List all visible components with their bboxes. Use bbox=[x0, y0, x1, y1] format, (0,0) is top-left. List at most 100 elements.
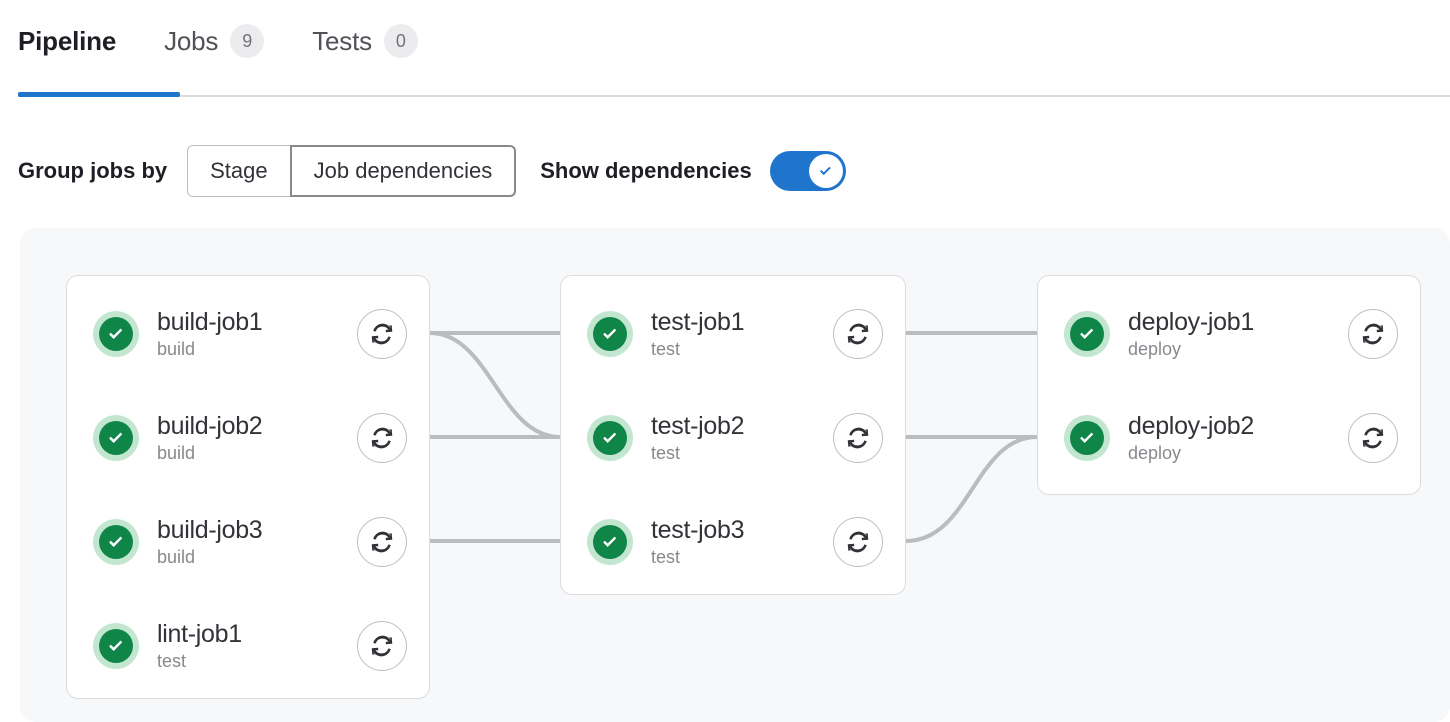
job-name: lint-job1 bbox=[157, 620, 242, 648]
status-icon-disc bbox=[99, 421, 133, 455]
status-success-icon bbox=[93, 415, 139, 461]
check-icon bbox=[603, 536, 617, 547]
job-name: build-job2 bbox=[157, 412, 263, 440]
retry-icon bbox=[847, 531, 869, 553]
check-icon bbox=[819, 166, 831, 176]
job-name: deploy-job2 bbox=[1128, 412, 1254, 440]
pipeline-graph-panel: build-job1 build build-job2 bu bbox=[20, 228, 1450, 722]
status-success-icon bbox=[1064, 311, 1110, 357]
job-text: build-job2 build bbox=[157, 411, 357, 465]
job-row-build-job3[interactable]: build-job3 build bbox=[67, 490, 429, 594]
show-dependencies-toggle[interactable] bbox=[769, 151, 846, 191]
job-text: build-job3 build bbox=[157, 515, 357, 569]
connector-test-job3-deploy-job2 bbox=[904, 435, 1039, 543]
check-icon bbox=[1080, 328, 1094, 339]
job-name: deploy-job1 bbox=[1128, 308, 1254, 336]
job-stage: test bbox=[651, 547, 681, 567]
job-row-test-job3[interactable]: test-job3 test bbox=[561, 490, 905, 594]
check-icon bbox=[109, 536, 123, 547]
job-stage: test bbox=[157, 651, 187, 671]
check-icon bbox=[109, 328, 123, 339]
status-success-icon bbox=[93, 311, 139, 357]
check-icon bbox=[603, 432, 617, 443]
group-by-stage-button[interactable]: Stage bbox=[187, 145, 291, 197]
retry-button[interactable] bbox=[833, 309, 883, 359]
show-dependencies-control: Show dependencies bbox=[540, 151, 846, 191]
job-row-lint-job1[interactable]: lint-job1 test bbox=[67, 594, 429, 698]
status-icon-disc bbox=[593, 421, 627, 455]
tab-jobs-label: Jobs bbox=[164, 25, 219, 56]
status-success-icon bbox=[1064, 415, 1110, 461]
job-text: test-job2 test bbox=[651, 411, 833, 465]
retry-button[interactable] bbox=[357, 309, 407, 359]
pipeline-tabbar: Pipeline Jobs 9 Tests 0 bbox=[0, 0, 1450, 97]
job-row-deploy-job2[interactable]: deploy-job2 deploy bbox=[1038, 386, 1420, 490]
job-stage: test bbox=[651, 339, 681, 359]
job-stage: deploy bbox=[1128, 443, 1182, 463]
retry-icon bbox=[847, 323, 869, 345]
job-stage: build bbox=[157, 339, 196, 359]
job-row-test-job1[interactable]: test-job1 test bbox=[561, 282, 905, 386]
job-row-build-job2[interactable]: build-job2 build bbox=[67, 386, 429, 490]
job-text: lint-job1 test bbox=[157, 619, 357, 673]
job-name: build-job3 bbox=[157, 516, 263, 544]
job-name: test-job3 bbox=[651, 516, 745, 544]
retry-button[interactable] bbox=[357, 413, 407, 463]
retry-icon bbox=[371, 635, 393, 657]
status-success-icon bbox=[587, 519, 633, 565]
job-text: deploy-job1 deploy bbox=[1128, 307, 1348, 361]
active-tab-underline bbox=[18, 92, 180, 97]
status-success-icon bbox=[93, 623, 139, 669]
job-row-build-job1[interactable]: build-job1 build bbox=[67, 282, 429, 386]
status-icon-disc bbox=[99, 317, 133, 351]
retry-icon bbox=[371, 427, 393, 449]
group-by-job-dependencies-button[interactable]: Job dependencies bbox=[289, 145, 517, 197]
job-row-test-job2[interactable]: test-job2 test bbox=[561, 386, 905, 490]
job-text: test-job3 test bbox=[651, 515, 833, 569]
tab-tests[interactable]: Tests 0 bbox=[312, 24, 442, 58]
toggle-knob bbox=[808, 154, 843, 188]
retry-icon bbox=[1362, 427, 1384, 449]
deploy-stage-card: deploy-job1 deploy deploy-job2 bbox=[1037, 275, 1421, 495]
retry-button[interactable] bbox=[833, 413, 883, 463]
job-stage: test bbox=[651, 443, 681, 463]
job-name: test-job1 bbox=[651, 308, 745, 336]
job-stage: build bbox=[157, 443, 196, 463]
retry-button[interactable] bbox=[1348, 413, 1398, 463]
job-name: test-job2 bbox=[651, 412, 745, 440]
status-icon-disc bbox=[593, 525, 627, 559]
check-icon bbox=[603, 328, 617, 339]
tab-jobs-badge: 9 bbox=[230, 24, 265, 58]
status-icon-disc bbox=[99, 525, 133, 559]
tab-list: Pipeline Jobs 9 Tests 0 bbox=[18, 24, 466, 58]
graph-controls: Group jobs by Stage Job dependencies Sho… bbox=[18, 144, 846, 198]
status-success-icon bbox=[587, 311, 633, 357]
tab-pipeline-label: Pipeline bbox=[18, 25, 117, 56]
job-text: test-job1 test bbox=[651, 307, 833, 361]
retry-icon bbox=[371, 323, 393, 345]
group-jobs-by-segmented-control: Stage Job dependencies bbox=[187, 145, 517, 197]
retry-button[interactable] bbox=[833, 517, 883, 567]
status-icon-disc bbox=[593, 317, 627, 351]
status-icon-disc bbox=[1070, 317, 1104, 351]
job-name: build-job1 bbox=[157, 308, 263, 336]
group-jobs-by-label: Group jobs by bbox=[18, 158, 168, 183]
job-text: build-job1 build bbox=[157, 307, 357, 361]
status-icon-disc bbox=[99, 629, 133, 663]
tab-tests-badge: 0 bbox=[383, 24, 418, 58]
check-icon bbox=[109, 640, 123, 651]
job-row-deploy-job1[interactable]: deploy-job1 deploy bbox=[1038, 282, 1420, 386]
tab-jobs[interactable]: Jobs 9 bbox=[164, 24, 288, 58]
retry-button[interactable] bbox=[357, 517, 407, 567]
tab-pipeline[interactable]: Pipeline bbox=[18, 26, 140, 57]
retry-icon bbox=[371, 531, 393, 553]
retry-button[interactable] bbox=[357, 621, 407, 671]
job-text: deploy-job2 deploy bbox=[1128, 411, 1348, 465]
retry-button[interactable] bbox=[1348, 309, 1398, 359]
test-stage-card: test-job1 test test-job2 test bbox=[560, 275, 906, 595]
status-success-icon bbox=[93, 519, 139, 565]
retry-icon bbox=[1362, 323, 1384, 345]
connector-build-job1-test-job2 bbox=[428, 331, 562, 439]
build-stage-card: build-job1 build build-job2 bu bbox=[66, 275, 430, 699]
job-stage: deploy bbox=[1128, 339, 1182, 359]
